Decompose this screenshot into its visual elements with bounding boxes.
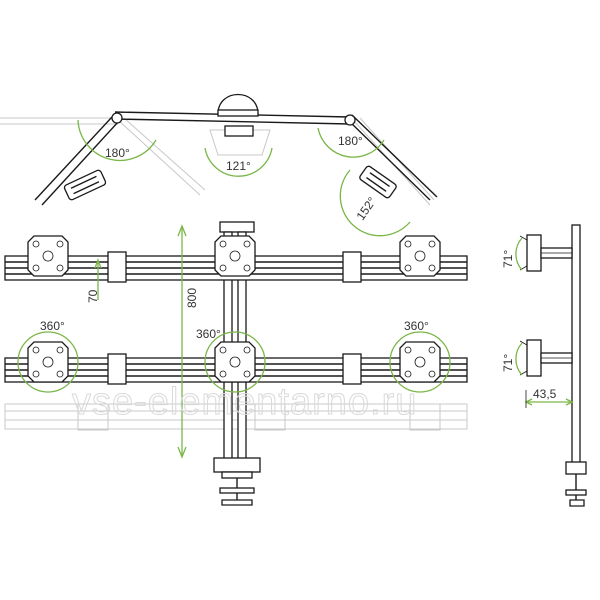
top-view [0,93,438,237]
label-spacing: 70 [86,289,100,303]
vesa-plate-bottom-right [399,341,441,383]
rotation-circle-right [389,331,451,393]
side-view [515,224,587,507]
tilt-arc-bottom [515,342,523,376]
label-side-tilt-top: 71° [501,250,515,268]
angle-arc-top-center [204,147,273,177]
vesa-plate-bottom-left [27,341,69,383]
label-rot-right: 360° [404,319,429,333]
label-top-right-tilt: 152° [353,194,379,223]
label-side-tilt-bottom: 71° [501,354,515,372]
vesa-plate-top-right [399,235,441,277]
vesa-plate-top-center [214,235,256,277]
label-height: 800 [185,288,199,308]
angle-arc-top-right [317,127,385,158]
watermark: vse-elementarno.ru [72,381,417,423]
angle-arc-tilt-right [339,169,411,237]
rotation-circle-center [204,331,266,393]
vesa-plate-top-left [27,235,69,277]
label-top-center-angle: 121° [226,159,251,173]
label-rot-center: 360° [196,327,221,341]
label-top-left-angle: 180° [105,146,130,160]
vesa-plate-bottom-center [214,341,256,383]
tilt-arc-top [515,237,523,271]
label-side-depth: 43,5 [533,387,557,401]
rotation-circle-left [17,331,79,393]
angle-arc-top-left [77,119,157,162]
label-top-right-angle: 180° [338,134,363,148]
label-rot-left: 360° [40,319,65,333]
front-view [4,221,468,506]
